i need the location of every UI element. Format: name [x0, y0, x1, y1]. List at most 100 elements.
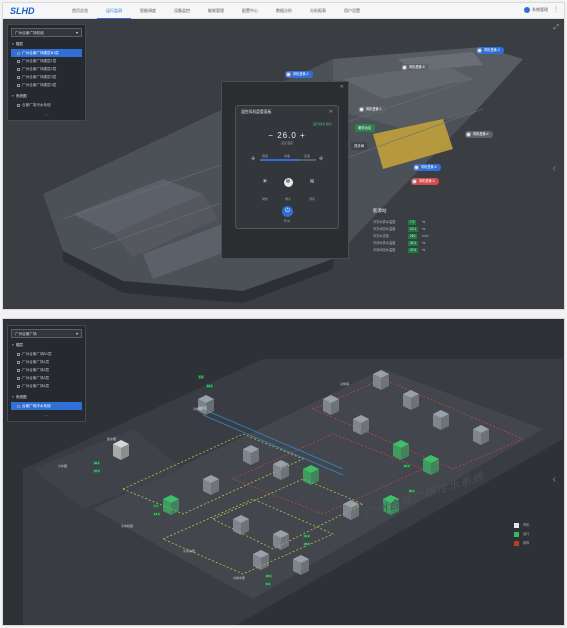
nav-item[interactable]: 首页总览: [72, 7, 88, 13]
checkbox[interactable]: [17, 360, 20, 364]
equipment-unit[interactable]: [243, 445, 259, 465]
room-label[interactable]: 服务台区: [355, 124, 375, 132]
equipment-unit[interactable]: [353, 415, 369, 435]
checkbox[interactable]: [17, 67, 20, 71]
checkbox[interactable]: [17, 352, 20, 356]
checkbox[interactable]: [17, 83, 20, 87]
nav-item[interactable]: 设备监控: [174, 7, 190, 13]
equipment-unit[interactable]: [253, 550, 269, 570]
sidebar-item-system[interactable]: 合景广场冷水系统: [11, 402, 82, 410]
equipment-unit[interactable]: [163, 495, 179, 515]
fan-coil-tag[interactable]: 风机盘管-6: [413, 164, 441, 171]
fan-coil-tag[interactable]: 风机盘管-2: [285, 71, 313, 78]
temperature-control[interactable]: − 26.0 +: [236, 131, 338, 140]
checkbox[interactable]: [17, 103, 20, 107]
equipment-unit[interactable]: [343, 500, 359, 520]
sidebar-item-floor[interactable]: 广州合景广场4层: [11, 382, 82, 390]
chevron-left-icon[interactable]: ‹: [552, 163, 556, 174]
checkbox[interactable]: [17, 75, 20, 79]
equipment-unit[interactable]: [323, 395, 339, 415]
equipment-unit[interactable]: [293, 555, 309, 575]
equipment-label[interactable]: 冷水机组: [121, 524, 134, 528]
collapse-icon[interactable]: ︿: [44, 412, 49, 417]
sidebar-item-floor[interactable]: 广州合景广场楼层1层: [11, 57, 82, 65]
equipment-unit[interactable]: [233, 515, 249, 535]
mode-button[interactable]: ≋通风: [305, 178, 319, 205]
equipment-label[interactable]: 冷却塔: [193, 407, 203, 411]
sidebar-item-floor[interactable]: 广州合景广场2层: [11, 366, 82, 374]
nav-item[interactable]: 能耗管理: [208, 7, 224, 13]
equipment-unit[interactable]: [423, 455, 439, 475]
fan-speed-slider[interactable]: [260, 159, 316, 161]
equipment-unit[interactable]: [403, 390, 419, 410]
equipment-label[interactable]: 冷却塔: [198, 406, 208, 410]
sidebar-item-floor[interactable]: 广州合景广场楼层B1层: [11, 49, 82, 57]
checkbox[interactable]: [17, 376, 20, 380]
checkbox[interactable]: [17, 51, 20, 55]
fan-coil-tag[interactable]: 风机盘管-1: [358, 106, 386, 113]
collapse-icon[interactable]: ︿: [44, 111, 49, 116]
equipment-label[interactable]: 冷却水泵: [233, 576, 246, 580]
equipment-label[interactable]: 冷却塔: [340, 382, 350, 386]
equipment-unit[interactable]: [203, 475, 219, 495]
sidebar-item-floor[interactable]: 广州合景广场1层: [11, 358, 82, 366]
group-header-floors[interactable]: ▾楼层: [12, 42, 23, 46]
equipment-unit[interactable]: [303, 465, 319, 485]
close-icon[interactable]: ✕: [328, 109, 333, 115]
equipment-unit[interactable]: [113, 440, 129, 460]
sidebar-item-system[interactable]: 合景广场冷水系统: [11, 101, 82, 109]
equipment-unit[interactable]: [373, 370, 389, 390]
fan-coil-tag[interactable]: 风机盘管-4: [465, 131, 493, 138]
mode-icon: ☀: [262, 179, 268, 185]
nav-item[interactable]: 智能调度: [140, 7, 156, 13]
checkbox[interactable]: [17, 368, 20, 372]
checkbox[interactable]: [17, 384, 20, 388]
sidebar-item-floor[interactable]: 广州合景广场楼层4层: [11, 81, 82, 89]
more-options-icon[interactable]: ⋮: [553, 7, 559, 13]
group-header-floors[interactable]: ▾楼层: [12, 343, 23, 347]
fullscreen-icon[interactable]: ⤢: [553, 24, 559, 31]
sidebar-item-floor[interactable]: 广州合景广场3层: [11, 374, 82, 382]
stat-label: 冷冻水回水温度: [373, 227, 396, 231]
equipment-unit[interactable]: [433, 410, 449, 430]
equipment-unit[interactable]: [473, 425, 489, 445]
sidebar-item-floor[interactable]: 广州合景广场楼层3层: [11, 73, 82, 81]
fan-coil-tag[interactable]: 风机盘管-8: [401, 64, 429, 71]
equipment-unit[interactable]: [393, 440, 409, 460]
nav-item[interactable]: 运行监测: [97, 3, 131, 19]
legend-swatch: [514, 522, 519, 528]
equipment-label[interactable]: 集水器: [107, 437, 117, 441]
room-label[interactable]: 洗手间: [351, 142, 368, 150]
nav-item[interactable]: 分析报表: [310, 7, 326, 13]
sidebar-item-floor[interactable]: 广州合景广场楼层2层: [11, 65, 82, 73]
mode-button[interactable]: ☀制热: [258, 178, 272, 205]
checkbox[interactable]: [17, 404, 20, 408]
equipment-label[interactable]: 分水器: [58, 464, 68, 468]
close-icon[interactable]: ✕: [339, 84, 344, 90]
fan-coil-tag[interactable]: 风机盘管-3: [476, 47, 504, 54]
user-menu[interactable]: 系统管理: [524, 7, 548, 13]
fan-coil-tag[interactable]: 风机盘管-5: [411, 178, 439, 185]
equipment-unit[interactable]: [383, 495, 399, 515]
equipment-unit[interactable]: [198, 395, 214, 415]
thermostat-dialog: 温控风机盘管面板 ✕ 运行模式 制冷 − 26.0 + 设定温度 低速 中速 高…: [235, 105, 339, 229]
power-button[interactable]: ⏻: [282, 206, 293, 217]
equipment-unit[interactable]: [273, 460, 289, 480]
nav-item[interactable]: 数据分析: [276, 7, 292, 13]
group-header-system[interactable]: ▾系统图: [12, 395, 27, 399]
increase-button[interactable]: +: [296, 131, 306, 140]
decrease-button[interactable]: −: [268, 131, 278, 140]
sidebar-item-floor[interactable]: 广州合景广场B1层: [11, 350, 82, 358]
mode-button[interactable]: ❄制冷: [281, 178, 295, 205]
nav-item[interactable]: 用户设置: [344, 7, 360, 13]
group-header-system[interactable]: ▾系统图: [12, 94, 27, 98]
equipment-unit[interactable]: [273, 530, 289, 550]
nav-item[interactable]: 配置中心: [242, 7, 258, 13]
avatar: [524, 7, 530, 13]
site-select[interactable]: 广州合景广场▾: [11, 329, 82, 338]
checkbox[interactable]: [17, 59, 20, 63]
chevron-left-icon[interactable]: ‹: [552, 474, 556, 485]
equipment-label[interactable]: 冷冻水泵: [183, 549, 196, 553]
site-select[interactable]: 广州合景广场机组▾: [11, 28, 82, 37]
speed-label-low: 低速: [262, 154, 269, 158]
